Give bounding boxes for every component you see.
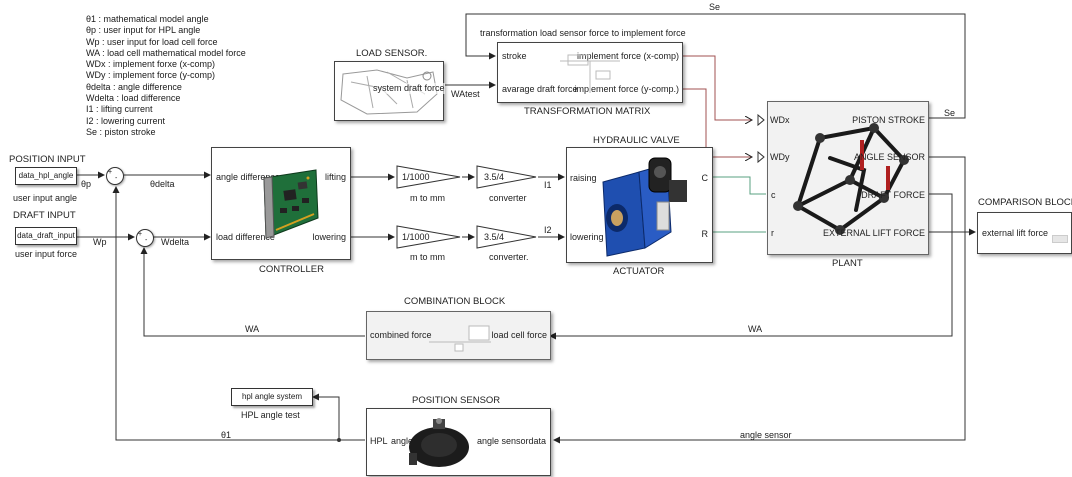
legend-item: I2 : lowering current xyxy=(86,116,246,127)
plant-port-in4: r xyxy=(771,228,774,239)
legend-item: Wdelta : load difference xyxy=(86,93,246,104)
position-sensor-title: POSITION SENSOR xyxy=(412,395,500,406)
signal-watest: WAtest xyxy=(451,89,480,100)
legend-item: WDx : implement forxe (x-comp) xyxy=(86,59,246,70)
hpl-angle-test-block[interactable]: hpl angle system xyxy=(231,388,313,406)
sum-sign: + xyxy=(138,227,142,243)
gain-caption: converter xyxy=(489,193,527,204)
legend-item: θdelta : angle difference xyxy=(86,82,246,93)
plant-caption: PLANT xyxy=(832,258,863,269)
legend-item: Wp : user input for load cell force xyxy=(86,37,246,48)
plant-port-out1: PISTON STROKE xyxy=(852,115,925,126)
plant-port-in3: c xyxy=(771,190,776,201)
controller-port-out1: lifting xyxy=(325,172,346,183)
sum-sign: - xyxy=(145,233,147,249)
legend-item: I1 : lifting current xyxy=(86,104,246,115)
transformation-caption: TRANSFORMATION MATRIX xyxy=(524,106,650,117)
gain-caption: m to mm xyxy=(410,252,445,263)
position-sensor-port-in-a: HPL xyxy=(370,436,388,447)
sum-block-load[interactable]: + - xyxy=(136,229,154,247)
legend-item: WDy : implement force (y-comp) xyxy=(86,70,246,81)
signal-w-delta: Wdelta xyxy=(161,237,189,248)
valve-port-out1: C xyxy=(702,173,709,184)
transformation-internal-diagram xyxy=(560,47,620,97)
legend-item: Se : piston stroke xyxy=(86,127,246,138)
combination-internal-diagram xyxy=(429,320,491,354)
load-sensor-title: LOAD SENSOR. xyxy=(356,48,427,59)
legend: θ1 : mathematical model angle θp : user … xyxy=(86,14,246,138)
combination-title: COMBINATION BLOCK xyxy=(404,296,505,307)
combination-port-out: load cell force xyxy=(491,330,547,341)
gain-value: 1/1000 xyxy=(402,172,430,183)
gain-value: 3.5/4 xyxy=(484,232,504,243)
gain-caption: converter. xyxy=(489,252,529,263)
comparison-port: external lift force xyxy=(982,228,1048,239)
gain-caption: m to mm xyxy=(410,193,445,204)
position-sensor-block[interactable]: HPL angle angle sensor data xyxy=(366,408,551,476)
hydraulic-valve-image xyxy=(597,152,691,258)
valve-port-in1: raising xyxy=(570,173,597,184)
circuit-board-image xyxy=(258,168,320,242)
sum-sign: - xyxy=(115,171,117,187)
gain-value: 1/1000 xyxy=(402,232,430,243)
comparison-title: COMPARISON BLOCK xyxy=(978,197,1072,208)
comparison-scope-image xyxy=(1052,235,1068,243)
hydraulic-valve-block[interactable]: raising lowering C R xyxy=(566,147,713,263)
plant-port-in1: WDx xyxy=(770,115,790,126)
sum-sign: + xyxy=(108,165,112,181)
comparison-block[interactable]: external lift force xyxy=(977,212,1072,254)
legend-item: θ1 : mathematical model angle xyxy=(86,14,246,25)
sum-block-angle[interactable]: + - xyxy=(106,167,124,185)
legend-item: WA : load cell mathematical model force xyxy=(86,48,246,59)
signal-se-right: Se xyxy=(944,108,955,119)
signal-i1: I1 xyxy=(544,180,552,191)
plant-port-in2: WDy xyxy=(770,152,790,163)
valve-caption: ACTUATOR xyxy=(613,266,664,277)
combination-port-in: combined force xyxy=(370,330,432,341)
gain-value: 3.5/4 xyxy=(484,172,504,183)
legend-item: θp : user input for HPL angle xyxy=(86,25,246,36)
signal-wp: Wp xyxy=(93,237,107,248)
position-input-block[interactable]: data_hpl_angle xyxy=(15,167,77,185)
signal-theta-p: θp xyxy=(81,179,91,190)
valve-title: HYDRAULIC VALVE xyxy=(593,135,680,146)
load-sensor-port: system draft force xyxy=(373,83,445,94)
controller-block[interactable]: angle difference load difference lifting… xyxy=(211,147,351,260)
position-sensor-port-out-b: data xyxy=(528,436,546,447)
plant-port-out2: ANGLE SENSOR xyxy=(854,152,925,163)
valve-port-out2: R xyxy=(702,229,709,240)
plant-block[interactable]: WDx WDy c r PISTON STROKE ANGLE SENSOR D… xyxy=(767,101,929,255)
draft-input-caption: user input force xyxy=(15,249,77,260)
plant-port-out4: EXTERNAL LIFT FORCE xyxy=(823,228,925,239)
signal-wa-right: WA xyxy=(748,324,762,335)
transformation-title: transformation load sensor force to impl… xyxy=(480,28,686,39)
position-input-title: POSITION INPUT xyxy=(9,154,86,165)
position-sensor-port-out-a: angle sensor xyxy=(477,436,529,447)
draft-input-block[interactable]: data_draft_input xyxy=(15,227,77,245)
transformation-block[interactable]: stroke avarage draft force implement for… xyxy=(497,42,683,103)
signal-theta1: θ1 xyxy=(221,430,231,441)
draft-input-title: DRAFT INPUT xyxy=(13,210,76,221)
transformation-port-in1: stroke xyxy=(502,51,527,62)
controller-caption: CONTROLLER xyxy=(259,264,324,275)
signal-wa-left: WA xyxy=(245,324,259,335)
load-sensor-block[interactable]: system draft force xyxy=(334,61,444,121)
hpl-angle-test-caption: HPL angle test xyxy=(241,410,300,421)
plant-port-out3: DRAFT FORCE xyxy=(861,190,925,201)
combination-block[interactable]: combined force load cell force xyxy=(366,311,551,360)
signal-i2: I2 xyxy=(544,225,552,236)
position-sensor-image xyxy=(403,415,473,471)
signal-angle-sensor: angle sensor xyxy=(740,430,792,441)
signal-theta-delta: θdelta xyxy=(150,179,175,190)
position-input-caption: user input angle xyxy=(13,193,77,204)
signal-se-top: Se xyxy=(709,2,720,13)
